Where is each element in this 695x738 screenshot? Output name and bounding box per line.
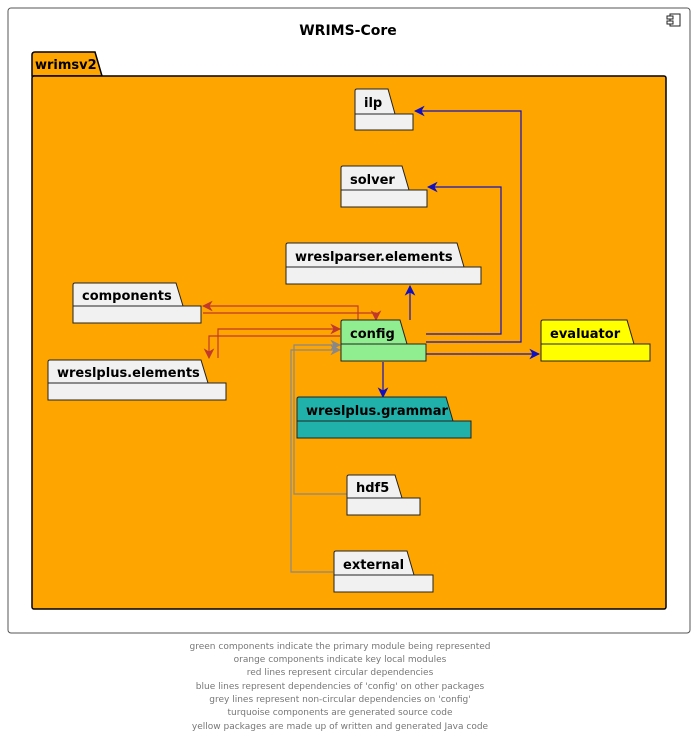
legend-line: yellow packages are made up of written a…: [192, 722, 489, 732]
node-wreslplus-elements[interactable]: wreslplus.elements: [47, 359, 227, 401]
edge-config-solver: [426, 181, 502, 335]
node-config-label: config: [350, 327, 395, 342]
edge-wreslplus-elements-config: [217, 323, 342, 358]
node-external-label: external: [343, 558, 404, 573]
node-hdf5[interactable]: hdf5: [346, 474, 421, 516]
legend-line: orange components indicate key local mod…: [234, 655, 447, 665]
node-config[interactable]: config: [340, 319, 427, 362]
legend-line: blue lines represent dependencies of 'co…: [196, 682, 485, 692]
node-evaluator-label: evaluator: [550, 327, 621, 342]
node-components-label: components: [82, 289, 172, 304]
package-label: wrimsv2: [35, 58, 97, 73]
package-tab-wrimsv2: [31, 51, 103, 77]
node-ilp-label: ilp: [364, 96, 382, 111]
edge-config-ilp: [413, 105, 522, 343]
node-components[interactable]: components: [72, 282, 202, 324]
node-wreslplus-grammar-label: wreslplus.grammar: [306, 404, 448, 419]
node-solver[interactable]: solver: [340, 165, 428, 208]
legend-line: grey lines represent non-circular depend…: [209, 695, 470, 705]
node-solver-label: solver: [350, 173, 395, 188]
node-wreslplus-elements-label: wreslplus.elements: [57, 366, 200, 381]
edge-external-config: [290, 344, 342, 573]
node-external[interactable]: external: [333, 550, 434, 593]
component-icon: [666, 13, 681, 27]
edge-components-config: [203, 310, 382, 322]
legend-line: green components indicate the primary mo…: [190, 642, 491, 652]
node-hdf5-label: hdf5: [356, 481, 389, 496]
node-wreslparser-elements-label: wreslparser.elements: [295, 250, 453, 265]
container-title: WRIMS-Core: [299, 23, 397, 39]
connectors: [201, 105, 541, 573]
node-wreslplus-grammar[interactable]: wreslplus.grammar: [296, 396, 472, 439]
edge-hdf5-config: [293, 339, 347, 495]
node-ilp[interactable]: ilp: [354, 88, 414, 131]
legend: green components indicate the primary mo…: [190, 642, 491, 732]
edge-config-wreslplus-elements: [203, 335, 340, 360]
node-evaluator[interactable]: evaluator: [540, 319, 651, 362]
legend-line: red lines represent circular dependencie…: [247, 668, 434, 678]
edge-config-components: [201, 300, 359, 320]
node-wreslparser-elements[interactable]: wreslparser.elements: [285, 242, 482, 285]
legend-line: turquoise components are generated sourc…: [228, 708, 453, 718]
